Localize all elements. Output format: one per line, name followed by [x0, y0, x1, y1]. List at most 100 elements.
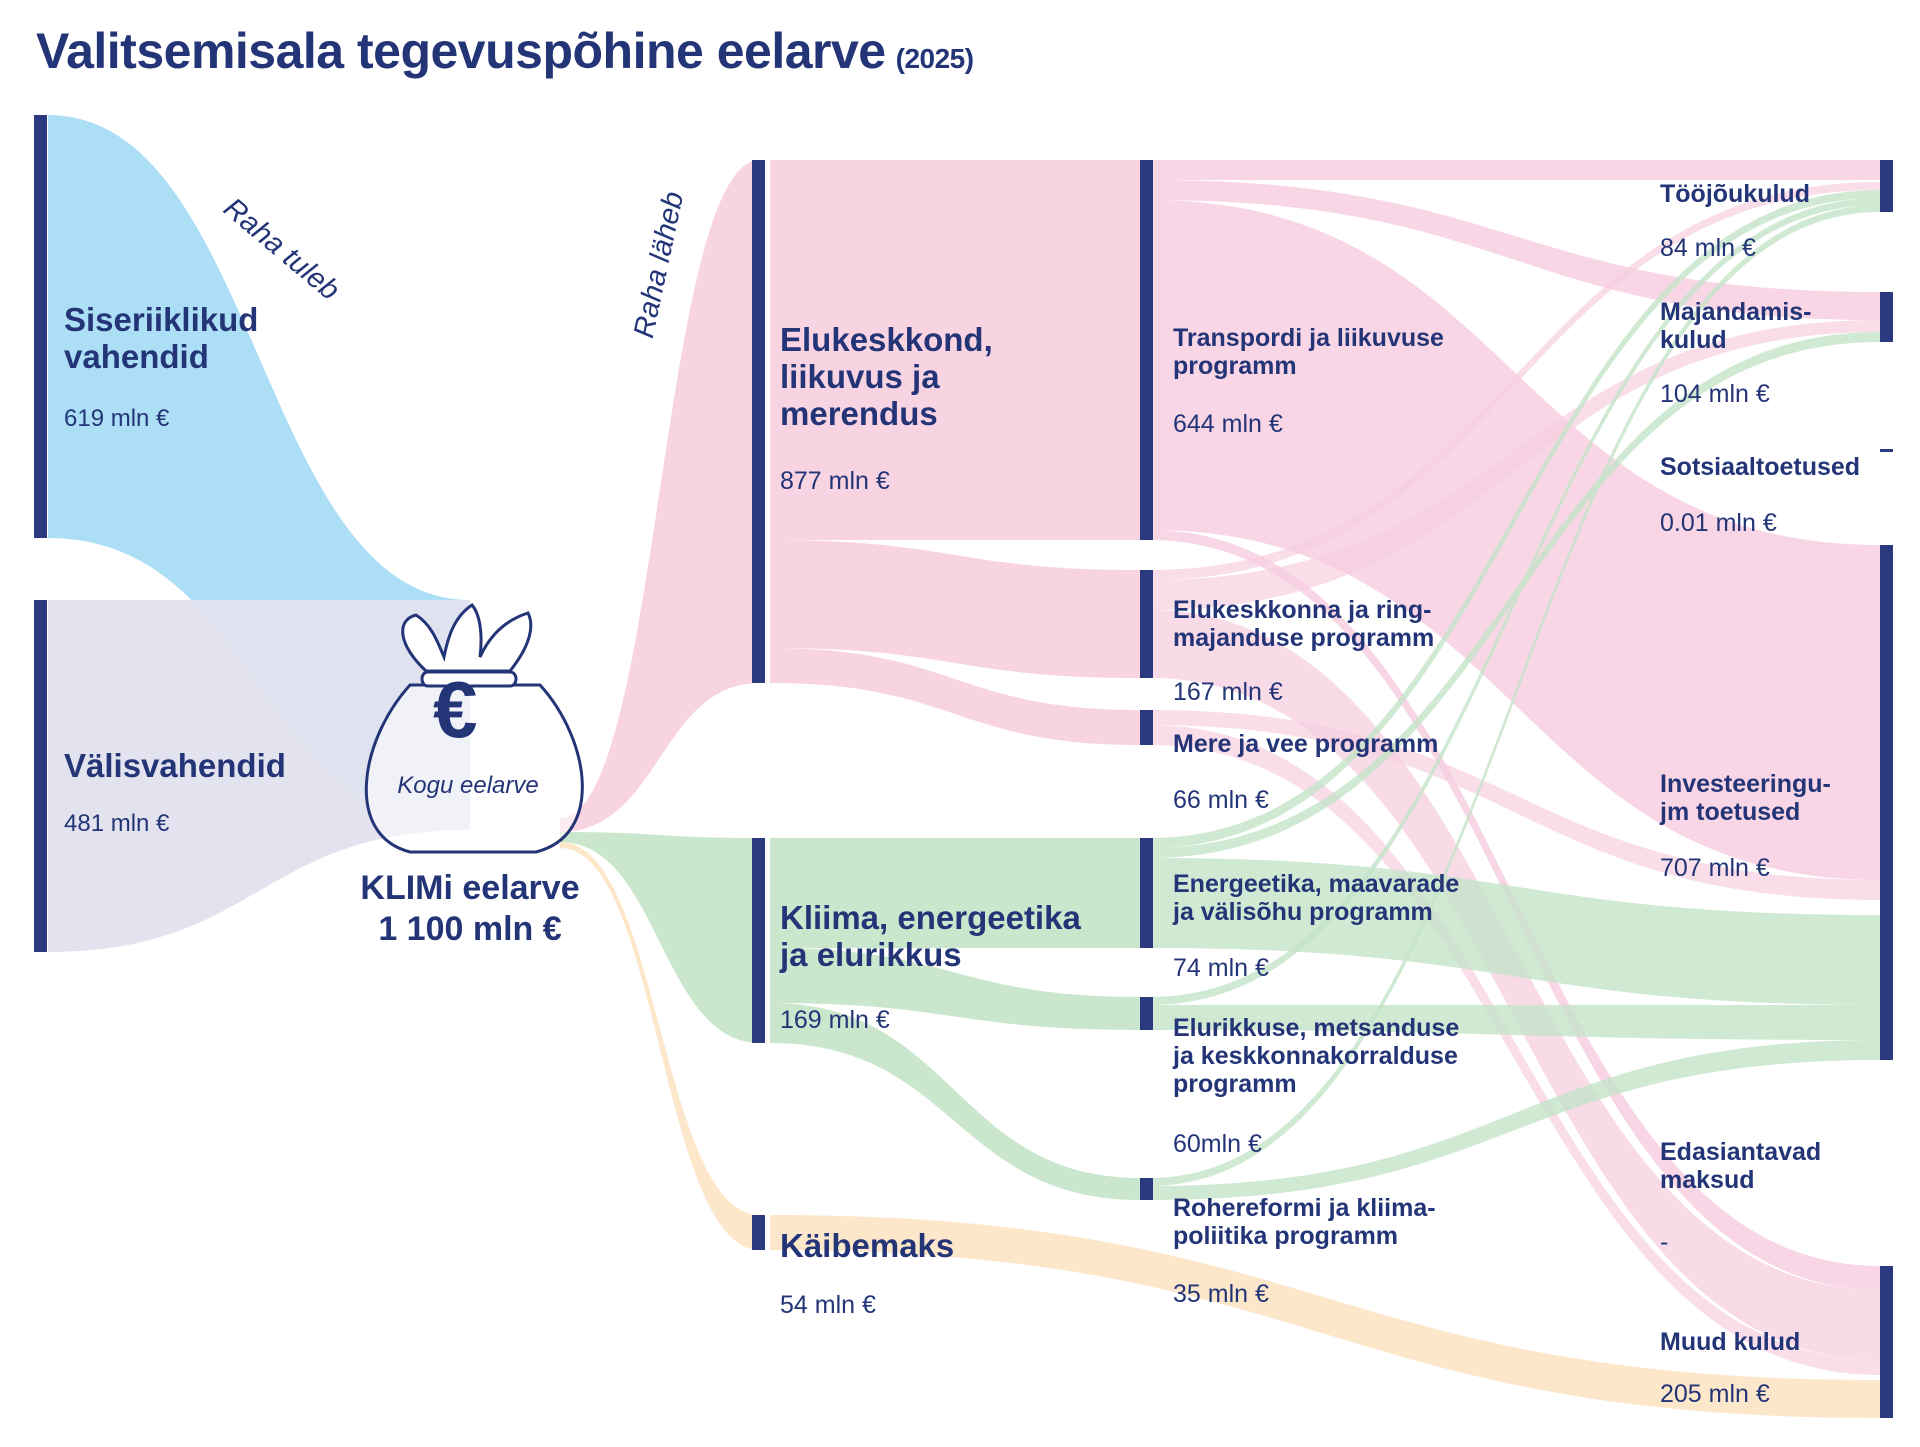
source-value: 619 mln €: [64, 404, 170, 432]
source-value: 481 mln €: [64, 809, 170, 837]
flow-elukeskkond-to-majandamiskulud: [1150, 320, 1880, 610]
node-bar-investeeringud: [1880, 545, 1893, 1060]
cost-value: 707 mln €: [1660, 853, 1770, 882]
cost-label-sotsiaaltoetused: Sotsiaaltoetused 0.01 mln €: [1660, 435, 1860, 555]
flow-total-to-elukeskkond: [560, 160, 760, 832]
program-value: 66 mln €: [1173, 785, 1269, 814]
flow-elurikkus-to-toojoukulud: [1150, 198, 1880, 1005]
node-bar-rohereform: [1140, 1178, 1153, 1200]
flow-transport-to-toojoukulud: [1150, 160, 1880, 180]
source-name: Siseriiklikud vahendid: [64, 300, 259, 375]
cost-value: 84 mln €: [1660, 233, 1756, 262]
bag-caption: Kogu eelarve: [397, 772, 539, 799]
cost-value: 205 mln €: [1660, 1379, 1770, 1408]
cost-name: Tööjõukulud: [1660, 179, 1810, 208]
area-value: 877 mln €: [780, 466, 890, 495]
program-label-elurikkus: Elurikkuse, metsanduse ja keskkonnakorra…: [1173, 996, 1459, 1176]
source-label-foreign: Välisvahendid 481 mln €: [64, 730, 286, 856]
flow-rohereform-to-toojoukulud: [1150, 205, 1880, 1186]
node-bar-muud: [1880, 1266, 1893, 1418]
flow-energeetika-to-majandamiskulud: [1150, 332, 1880, 858]
area-name: Kliima, energeetika ja elurikkus: [780, 898, 1081, 973]
program-label-mere: Mere ja vee programm 66 mln €: [1173, 712, 1438, 832]
cost-name: Investeeringu- jm toetused: [1660, 769, 1831, 826]
cost-value: 104 mln €: [1660, 379, 1770, 408]
node-bar-majandamiskulud: [1880, 292, 1893, 342]
flow-mere-to-investeeringud: [1150, 710, 1880, 900]
total-value: 1 100 mln €: [378, 909, 562, 948]
flow-transport-to-investeeringud: [1150, 200, 1880, 880]
node-bar-kaibemaks: [752, 1215, 765, 1250]
flow-area-to-rohereform: [770, 1003, 1140, 1200]
cost-name: Edasiantavad maksud: [1660, 1137, 1822, 1194]
flow-elukeskkond-to-muud: [1150, 610, 1880, 1360]
program-name: Rohereformi ja kliima- poliitika program…: [1173, 1193, 1436, 1250]
program-value: 74 mln €: [1173, 953, 1269, 982]
program-value: 167 mln €: [1173, 677, 1283, 706]
node-bar-elukeskkond: [752, 160, 765, 683]
area-value: 169 mln €: [780, 1005, 890, 1034]
total-budget: KLIMi eelarve 1 100 mln €: [340, 868, 600, 950]
program-label-transport: Transpordi ja liikuvuse programm 644 mln…: [1173, 306, 1444, 456]
area-name: Käibemaks: [780, 1226, 955, 1264]
cost-name: Muud kulud: [1660, 1327, 1801, 1356]
cost-value: -: [1660, 1227, 1669, 1256]
node-bar-domestic: [34, 115, 47, 538]
flow-total-to-kliima: [560, 832, 760, 1043]
node-bar-mere: [1140, 710, 1153, 745]
program-value: 35 mln €: [1173, 1279, 1269, 1308]
program-label-energeetika: Energeetika, maavarade ja välisõhu progr…: [1173, 852, 1459, 1000]
program-label-elukeskkond: Elukeskkonna ja ring- majanduse programm…: [1173, 578, 1434, 724]
flow-rohereform-to-investeeringud: [1150, 1040, 1880, 1200]
area-label-kliima: Kliima, energeetika ja elurikkus 169 mln…: [780, 882, 1081, 1052]
program-name: Elurikkuse, metsanduse ja keskkonnakorra…: [1173, 1013, 1460, 1098]
node-bar-energeetika: [1140, 838, 1153, 948]
node-bar-toojoukulud: [1880, 160, 1893, 212]
flow-foreign-to-total: [48, 600, 470, 952]
cost-label-majandamiskulud: Majandamis- kulud 104 mln €: [1660, 280, 1811, 426]
area-label-elukeskkond: Elukeskkond, liikuvus ja merendus 877 ml…: [780, 304, 993, 513]
program-name: Transpordi ja liikuvuse programm: [1173, 323, 1444, 380]
cost-label-edasiantavad: Edasiantavad maksud -: [1660, 1120, 1821, 1274]
flow-total-to-kaibemaks: [560, 842, 760, 1250]
node-bar-elurikkus: [1140, 997, 1153, 1030]
flow-area-to-transport: [770, 160, 1140, 540]
program-value: 644 mln €: [1173, 409, 1283, 438]
program-value: 60mln €: [1173, 1129, 1262, 1158]
node-bar-transport: [1140, 160, 1153, 540]
total-name: KLIMi eelarve: [360, 869, 580, 907]
flow-elukeskkond-to-toojoukulud: [1150, 182, 1880, 580]
cost-name: Sotsiaaltoetused: [1660, 452, 1861, 481]
program-name: Elukeskkonna ja ring- majanduse programm: [1173, 595, 1435, 652]
node-bar-elukeskkond-prog: [1140, 570, 1153, 678]
cost-label-toojoukulud: Tööjõukulud 84 mln €: [1660, 162, 1810, 280]
flow-area-to-mere: [770, 648, 1140, 745]
area-name: Elukeskkond, liikuvus ja merendus: [780, 320, 993, 432]
source-name: Välisvahendid: [64, 746, 286, 784]
flow-kaibemaks-to-muud: [770, 1215, 1880, 1418]
node-bar-foreign: [34, 600, 47, 952]
program-name: Mere ja vee programm: [1173, 729, 1439, 758]
node-bar-kliima: [752, 838, 765, 1043]
cost-value: 0.01 mln €: [1660, 508, 1777, 537]
cost-name: Majandamis- kulud: [1660, 297, 1812, 354]
flow-area-to-elukeskkond-prog: [770, 540, 1140, 678]
flow-energeetika-to-toojoukulud: [1150, 190, 1880, 848]
bag-euro-symbol: €: [433, 665, 478, 754]
title-text: Valitsemisala tegevuspõhine eelarve: [36, 23, 886, 79]
cost-label-investeeringud: Investeeringu- jm toetused 707 mln €: [1660, 752, 1831, 900]
cost-label-muud: Muud kulud 205 mln €: [1660, 1310, 1800, 1426]
title-year: (2025): [895, 43, 974, 74]
money-bag-icon: [364, 603, 584, 854]
area-label-kaibemaks: Käibemaks 54 mln €: [780, 1210, 954, 1337]
area-value: 54 mln €: [780, 1290, 876, 1319]
node-bar-sotsiaaltoetused: [1880, 449, 1893, 452]
flow-area-to-energeetika: [770, 838, 1140, 948]
flow-area-to-elurikkus: [770, 948, 1140, 1030]
flow-elurikkus-to-investeeringud: [1150, 1005, 1880, 1040]
source-label-domestic: Siseriiklikud vahendid 619 mln €: [64, 284, 258, 451]
flow-mere-to-muud: [1150, 725, 1880, 1375]
page-title: Valitsemisala tegevuspõhine eelarve (2025…: [36, 22, 974, 80]
